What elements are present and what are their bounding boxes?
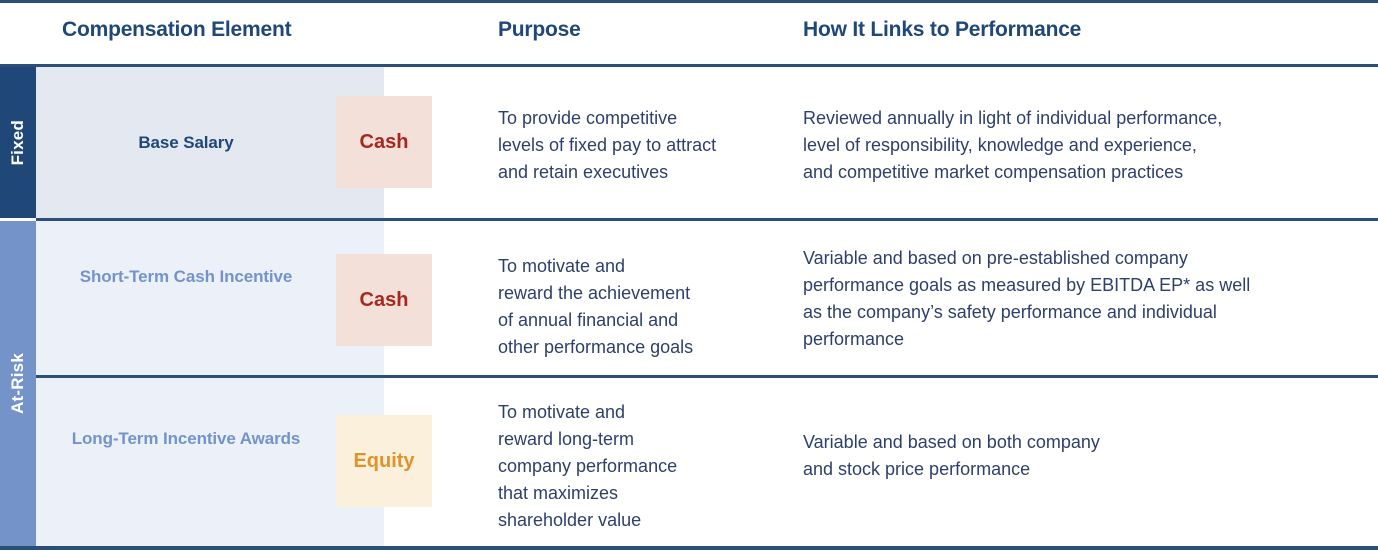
row-background-base-salary [36,67,384,218]
category-rail-fixed-label: Fixed [8,119,27,166]
links-text-long-term-incentive-awards: Variable and based on both company and s… [803,432,1100,479]
category-rail-fixed: Fixed [0,67,36,218]
purpose-text-short-term-cash-incentive: To motivate and reward the achievement o… [498,256,694,357]
row-background-short-term-cash-incentive [36,221,384,375]
row-divider-2 [36,375,1378,378]
column-header-how-it-links: How It Links to Performance [803,18,1082,41]
column-header-purpose: Purpose [498,18,581,41]
purpose-text-base-salary: To provide competitive levels of fixed p… [498,108,717,182]
column-header-compensation-element: Compensation Element [62,18,292,41]
category-rail-at-risk-label: At-Risk [8,353,27,414]
table-top-border [0,0,1378,3]
pay-type-chip-cash: Cash [336,96,432,188]
element-name-long-term-incentive-awards: Long-Term Incentive Awards [71,429,301,448]
pay-type-chip-equity: Equity [336,415,432,507]
element-name-base-salary: Base Salary [138,133,234,152]
row-background-long-term-incentive-awards [36,378,384,546]
pay-type-chip-cash: Cash [336,254,432,346]
links-text-base-salary: Reviewed annually in light of individual… [803,108,1223,182]
category-rail-at-risk: At-Risk [0,221,36,546]
header-bottom-border [0,64,1378,67]
row-divider-1 [36,218,1378,221]
purpose-text-long-term-incentive-awards: To motivate and reward long-term company… [498,402,678,530]
element-name-short-term-cash-incentive: Short-Term Cash Incentive [79,267,293,286]
links-text-short-term-cash-incentive: Variable and based on pre-established co… [803,248,1251,349]
table-bottom-border [0,546,1378,550]
